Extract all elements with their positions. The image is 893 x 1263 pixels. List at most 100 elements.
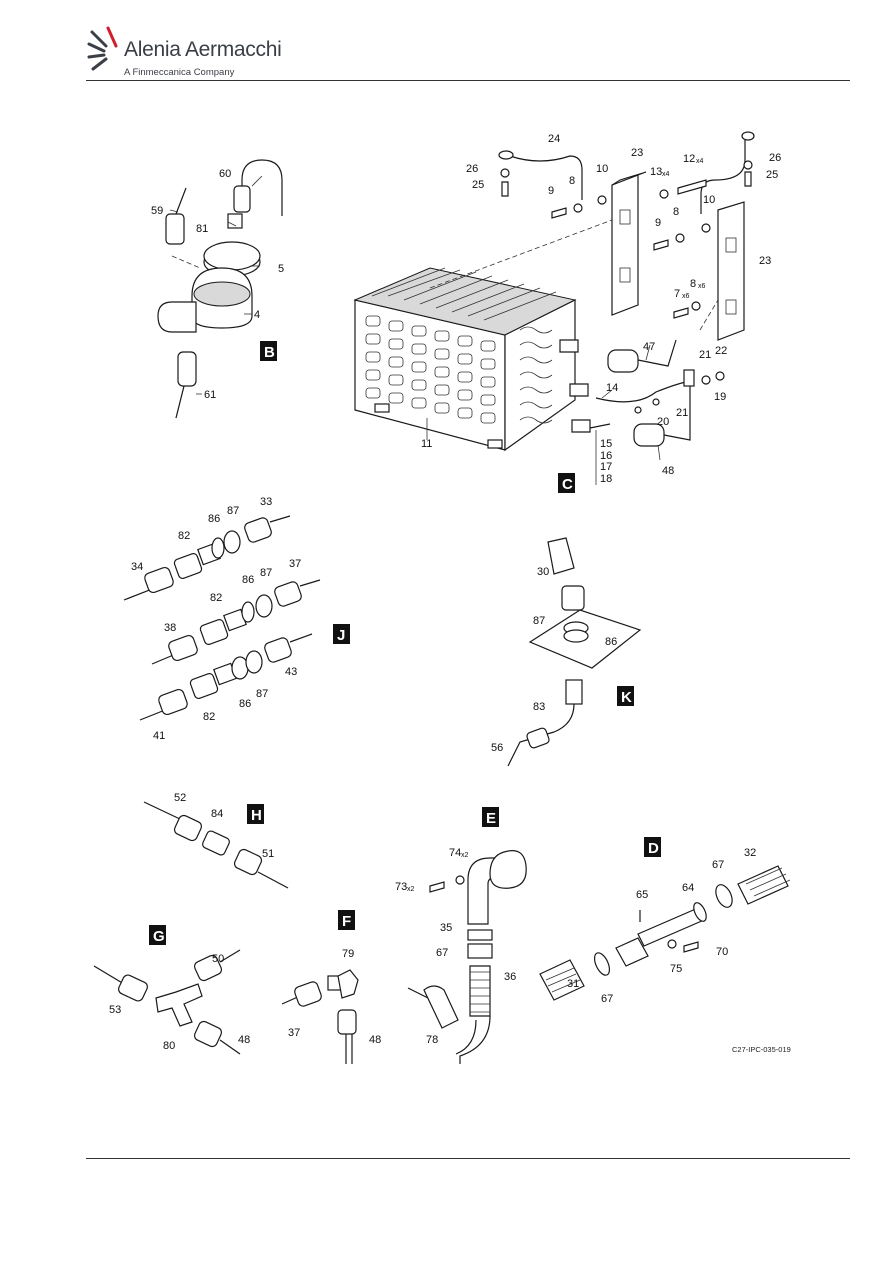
callout-17: 17	[600, 461, 612, 473]
svg-text:F: F	[342, 913, 351, 930]
core-hole	[365, 333, 381, 345]
core-hole	[411, 397, 427, 409]
callout-48: 48	[238, 1034, 250, 1046]
callout-8: 8	[690, 278, 696, 290]
callout-x2-qty: x2	[461, 852, 469, 859]
core-hole	[480, 412, 496, 424]
callout-87: 87	[533, 615, 545, 627]
callout-48: 48	[662, 465, 674, 477]
callout-86: 86	[242, 574, 254, 586]
core-hole	[388, 356, 404, 368]
callout-67: 67	[712, 859, 724, 871]
callout-80: 80	[163, 1040, 175, 1052]
core-hole	[457, 407, 473, 419]
view-b-assembly	[157, 159, 283, 419]
callout-24: 24	[548, 133, 560, 145]
callout-20: 20	[657, 416, 669, 428]
callout-70: 70	[716, 946, 728, 958]
callout-82: 82	[210, 592, 222, 604]
view-f-assembly	[281, 969, 359, 1064]
core-hole	[388, 392, 404, 404]
svg-text:B: B	[264, 344, 275, 361]
callout-x6-qty: x6	[682, 293, 690, 300]
callout-x6-qty: x6	[698, 283, 706, 290]
callout-51: 51	[262, 848, 274, 860]
callout-9: 9	[548, 185, 554, 197]
callout-25: 25	[766, 169, 778, 181]
view-g-assembly	[93, 949, 241, 1055]
svg-text:C: C	[562, 476, 573, 493]
view-d-assembly	[539, 865, 791, 1001]
svg-text:G: G	[153, 928, 165, 945]
callout-43: 43	[285, 666, 297, 678]
core-hole	[434, 366, 450, 378]
core-hole	[457, 353, 473, 365]
core-hole	[434, 348, 450, 360]
callout-x2-qty: x2	[407, 886, 415, 893]
callout-8: 8	[569, 175, 575, 187]
callout-61: 61	[204, 389, 216, 401]
core-hole	[434, 402, 450, 414]
svg-text:H: H	[251, 807, 262, 824]
callout-34: 34	[131, 561, 143, 573]
callout-22: 22	[715, 345, 727, 357]
view-label-h: H	[247, 804, 264, 824]
callout-82: 82	[178, 530, 190, 542]
callout-16: 16	[600, 450, 612, 462]
callout-25: 25	[472, 179, 484, 191]
callout-78: 78	[426, 1034, 438, 1046]
callout-86: 86	[605, 636, 617, 648]
callout-21: 21	[699, 349, 711, 361]
callout-8: 8	[673, 206, 679, 218]
callout-84: 84	[211, 808, 223, 820]
callout-36: 36	[504, 971, 516, 983]
core-hole	[480, 394, 496, 406]
callout-75: 75	[670, 963, 682, 975]
view-label-g: G	[149, 925, 166, 945]
callout-83: 83	[533, 701, 545, 713]
core-hole	[457, 335, 473, 347]
callout-10: 10	[596, 163, 608, 175]
callout-11: 11	[421, 438, 432, 450]
callout-47: 47	[643, 341, 655, 353]
callout-30: 30	[537, 566, 549, 578]
callout-37: 37	[289, 558, 301, 570]
callout-23: 23	[631, 147, 643, 159]
view-label-c: C	[558, 473, 575, 493]
callout-12: 12	[683, 153, 695, 165]
callout-56: 56	[491, 742, 503, 754]
core-hole	[388, 374, 404, 386]
callout-59: 59	[151, 205, 163, 217]
callout-87: 87	[260, 567, 272, 579]
callout-19: 19	[714, 391, 726, 403]
header-rule	[86, 80, 850, 81]
view-label-f: F	[338, 910, 355, 930]
view-e-assembly	[407, 850, 527, 1064]
callout-65: 65	[636, 889, 648, 901]
callout-5: 5	[278, 263, 284, 275]
callout-35: 35	[440, 922, 452, 934]
callout-15: 15	[600, 438, 612, 450]
callout-18: 18	[600, 473, 612, 485]
callout-60: 60	[219, 168, 231, 180]
core-hole	[411, 361, 427, 373]
core-hole	[365, 387, 381, 399]
callout-52: 52	[174, 792, 186, 804]
callout-14: 14	[606, 382, 618, 394]
core-hole	[480, 340, 496, 352]
callout-23: 23	[759, 255, 771, 267]
svg-text:E: E	[486, 810, 496, 827]
view-label-d: D	[644, 837, 661, 857]
callout-82: 82	[203, 711, 215, 723]
svg-text:D: D	[648, 840, 659, 857]
core-hole	[411, 325, 427, 337]
core-hole	[365, 369, 381, 381]
callout-31: 31	[567, 978, 579, 990]
callout-81: 81	[196, 223, 208, 235]
view-k-assembly	[507, 537, 642, 767]
view-label-j: J	[333, 624, 350, 644]
callout-48: 48	[369, 1034, 381, 1046]
view-c-assembly	[353, 131, 755, 485]
callout-32: 32	[744, 847, 756, 859]
